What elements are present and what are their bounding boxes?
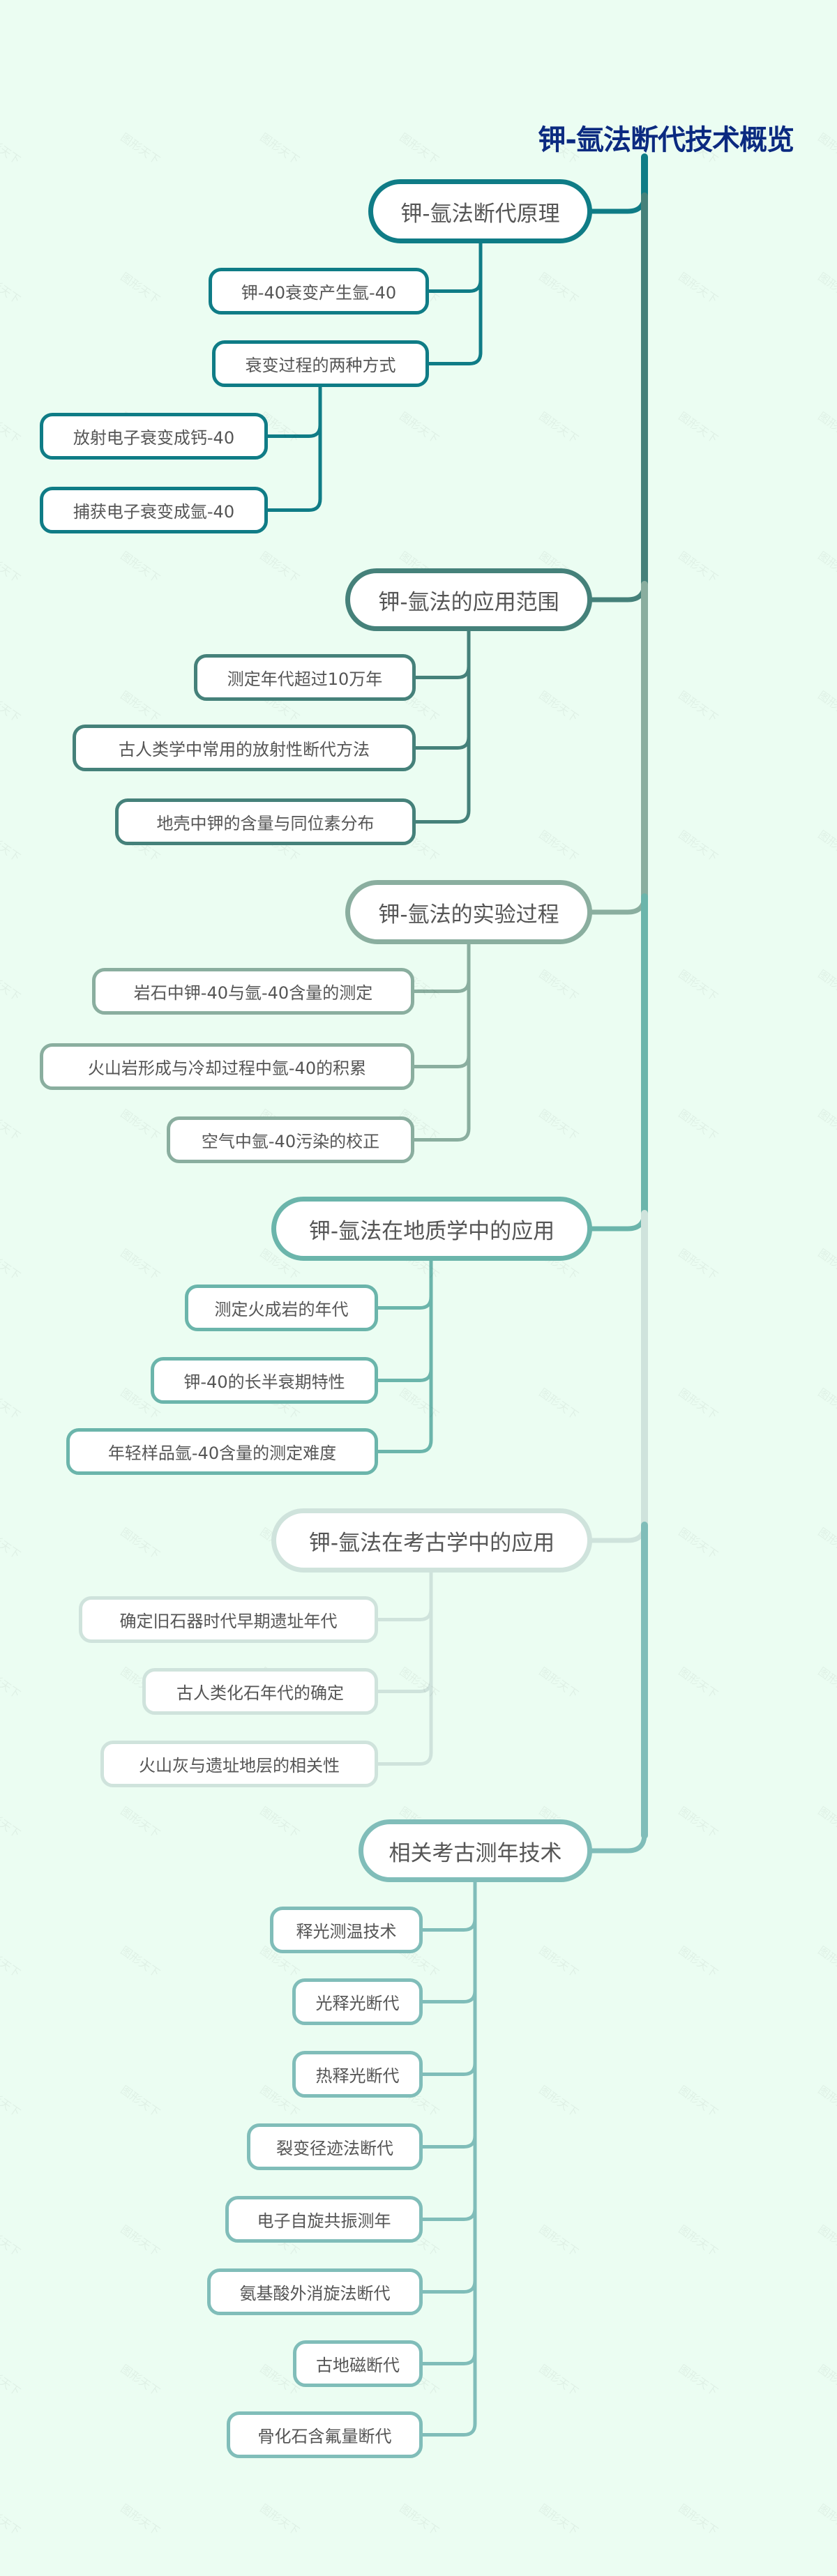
child-connector bbox=[376, 1568, 433, 1766]
child-connector bbox=[421, 1877, 477, 2437]
child-connector bbox=[376, 1568, 433, 1621]
child-node[interactable]: 衰变过程的两种方式 bbox=[212, 340, 429, 387]
child-connector bbox=[376, 1568, 433, 1693]
branch-connector bbox=[589, 1831, 647, 1854]
node-label: 放射电子衰变成钙-40 bbox=[73, 428, 235, 448]
child-node[interactable]: 确定旧石器时代早期遗址年代 bbox=[79, 1596, 378, 1643]
node-label: 钾-氩法在地质学中的应用 bbox=[308, 1218, 555, 1244]
node-label: 年轻样品氩-40含量的测定难度 bbox=[107, 1444, 337, 1463]
node-label: 电子自旋共振测年 bbox=[257, 2211, 391, 2231]
branch-node[interactable]: 钾-氩法的实验过程 bbox=[345, 880, 592, 944]
node-label: 氨基酸外消旋法断代 bbox=[239, 2284, 391, 2303]
child-node[interactable]: 钾-40衰变产生氩-40 bbox=[209, 268, 429, 315]
mindmap-title: 钾-氩法断代技术概览 bbox=[538, 124, 794, 156]
node-label: 测定年代超过10万年 bbox=[227, 669, 383, 689]
child-connector bbox=[427, 238, 483, 293]
branch-node[interactable]: 相关考古测年技术 bbox=[359, 1819, 592, 1882]
child-connector bbox=[412, 939, 471, 993]
node-label: 光释光断代 bbox=[315, 1994, 400, 2013]
node-label: 钾-40的长半衰期特性 bbox=[183, 1372, 345, 1392]
branch-node[interactable]: 钾-氩法在考古学中的应用 bbox=[271, 1508, 592, 1573]
child-node[interactable]: 热释光断代 bbox=[292, 2051, 423, 2098]
child-connector bbox=[421, 1877, 477, 2076]
child-node[interactable]: 火山灰与遗址地层的相关性 bbox=[100, 1741, 378, 1787]
child-connector bbox=[421, 1877, 477, 2003]
child-node[interactable]: 地壳中钾的含量与同位素分布 bbox=[115, 798, 416, 845]
child-node[interactable]: 裂变径迹法断代 bbox=[247, 2123, 423, 2170]
branch-connector bbox=[589, 192, 647, 214]
child-connector bbox=[266, 383, 322, 512]
grandchild-node[interactable]: 放射电子衰变成钙-40 bbox=[40, 413, 268, 460]
child-connector bbox=[412, 939, 471, 1068]
child-node[interactable]: 测定年代超过10万年 bbox=[194, 654, 416, 701]
node-label: 钾-氩法在考古学中的应用 bbox=[308, 1530, 555, 1556]
child-connector bbox=[376, 1256, 433, 1382]
child-node[interactable]: 古人类化石年代的确定 bbox=[142, 1668, 378, 1715]
branch-node[interactable]: 钾-氩法在地质学中的应用 bbox=[271, 1197, 592, 1261]
child-node[interactable]: 古地磁断代 bbox=[293, 2340, 423, 2387]
grandchild-node[interactable]: 捕获电子衰变成氩-40 bbox=[40, 487, 268, 533]
child-node[interactable]: 光释光断代 bbox=[292, 1978, 423, 2025]
child-node[interactable]: 氨基酸外消旋法断代 bbox=[207, 2268, 423, 2315]
node-label: 钾-氩法的应用范围 bbox=[378, 589, 559, 615]
node-label: 捕获电子衰变成氩-40 bbox=[73, 502, 235, 522]
branch-node[interactable]: 钾-氩法的应用范围 bbox=[345, 568, 592, 631]
node-label: 岩石中钾-40与氩-40含量的测定 bbox=[133, 983, 373, 1003]
child-node[interactable]: 测定火成岩的年代 bbox=[185, 1285, 378, 1331]
node-label: 钾-氩法断代原理 bbox=[400, 201, 560, 227]
node-label: 相关考古测年技术 bbox=[389, 1840, 562, 1866]
child-node[interactable]: 电子自旋共振测年 bbox=[225, 2196, 423, 2243]
node-label: 空气中氩-40污染的校正 bbox=[201, 1132, 380, 1151]
branch-connector bbox=[589, 1521, 647, 1543]
child-node[interactable]: 火山岩形成与冷却过程中氩-40的积累 bbox=[40, 1043, 414, 1090]
node-label: 钾-氩法的实验过程 bbox=[378, 902, 559, 927]
node-label: 确定旧石器时代早期遗址年代 bbox=[119, 1612, 338, 1631]
child-connector bbox=[266, 383, 322, 438]
node-label: 火山岩形成与冷却过程中氩-40的积累 bbox=[87, 1059, 367, 1078]
node-label: 测定火成岩的年代 bbox=[214, 1300, 349, 1319]
child-node[interactable]: 年轻样品氩-40含量的测定难度 bbox=[66, 1428, 378, 1475]
node-label: 热释光断代 bbox=[315, 2066, 400, 2086]
node-label: 衰变过程的两种方式 bbox=[245, 356, 396, 375]
child-connector bbox=[427, 238, 483, 365]
node-label: 地壳中钾的含量与同位素分布 bbox=[156, 814, 375, 833]
branch-connector bbox=[589, 893, 647, 915]
child-connector bbox=[421, 1877, 477, 2149]
child-connector bbox=[414, 626, 471, 750]
node-label: 释光测温技术 bbox=[296, 1922, 397, 1941]
branch-connector bbox=[589, 580, 647, 603]
child-connector bbox=[376, 1256, 433, 1310]
node-label: 骨化石含氟量断代 bbox=[257, 2427, 392, 2446]
node-label: 古地磁断代 bbox=[316, 2356, 400, 2375]
child-node[interactable]: 古人类学中常用的放射性断代方法 bbox=[73, 725, 416, 771]
node-label: 火山灰与遗址地层的相关性 bbox=[139, 1756, 340, 1775]
child-connector bbox=[414, 626, 471, 679]
child-connector bbox=[414, 626, 471, 824]
child-connector bbox=[376, 1256, 433, 1453]
child-node[interactable]: 岩石中钾-40与氩-40含量的测定 bbox=[92, 968, 414, 1015]
branch-node[interactable]: 钾-氩法断代原理 bbox=[368, 179, 592, 243]
child-node[interactable]: 释光测温技术 bbox=[270, 1907, 423, 1953]
child-node[interactable]: 空气中氩-40污染的校正 bbox=[167, 1116, 414, 1163]
node-label: 古人类学中常用的放射性断代方法 bbox=[119, 740, 370, 759]
child-node[interactable]: 骨化石含氟量断代 bbox=[227, 2411, 423, 2458]
node-label: 钾-40衰变产生氩-40 bbox=[241, 283, 397, 303]
child-connector bbox=[421, 1877, 477, 2294]
child-connector bbox=[412, 939, 471, 1142]
branch-connector bbox=[589, 1209, 647, 1232]
child-node[interactable]: 钾-40的长半衰期特性 bbox=[151, 1357, 378, 1404]
node-label: 裂变径迹法断代 bbox=[276, 2139, 393, 2158]
child-connector bbox=[421, 1877, 477, 1932]
node-label: 古人类化石年代的确定 bbox=[176, 1683, 344, 1703]
